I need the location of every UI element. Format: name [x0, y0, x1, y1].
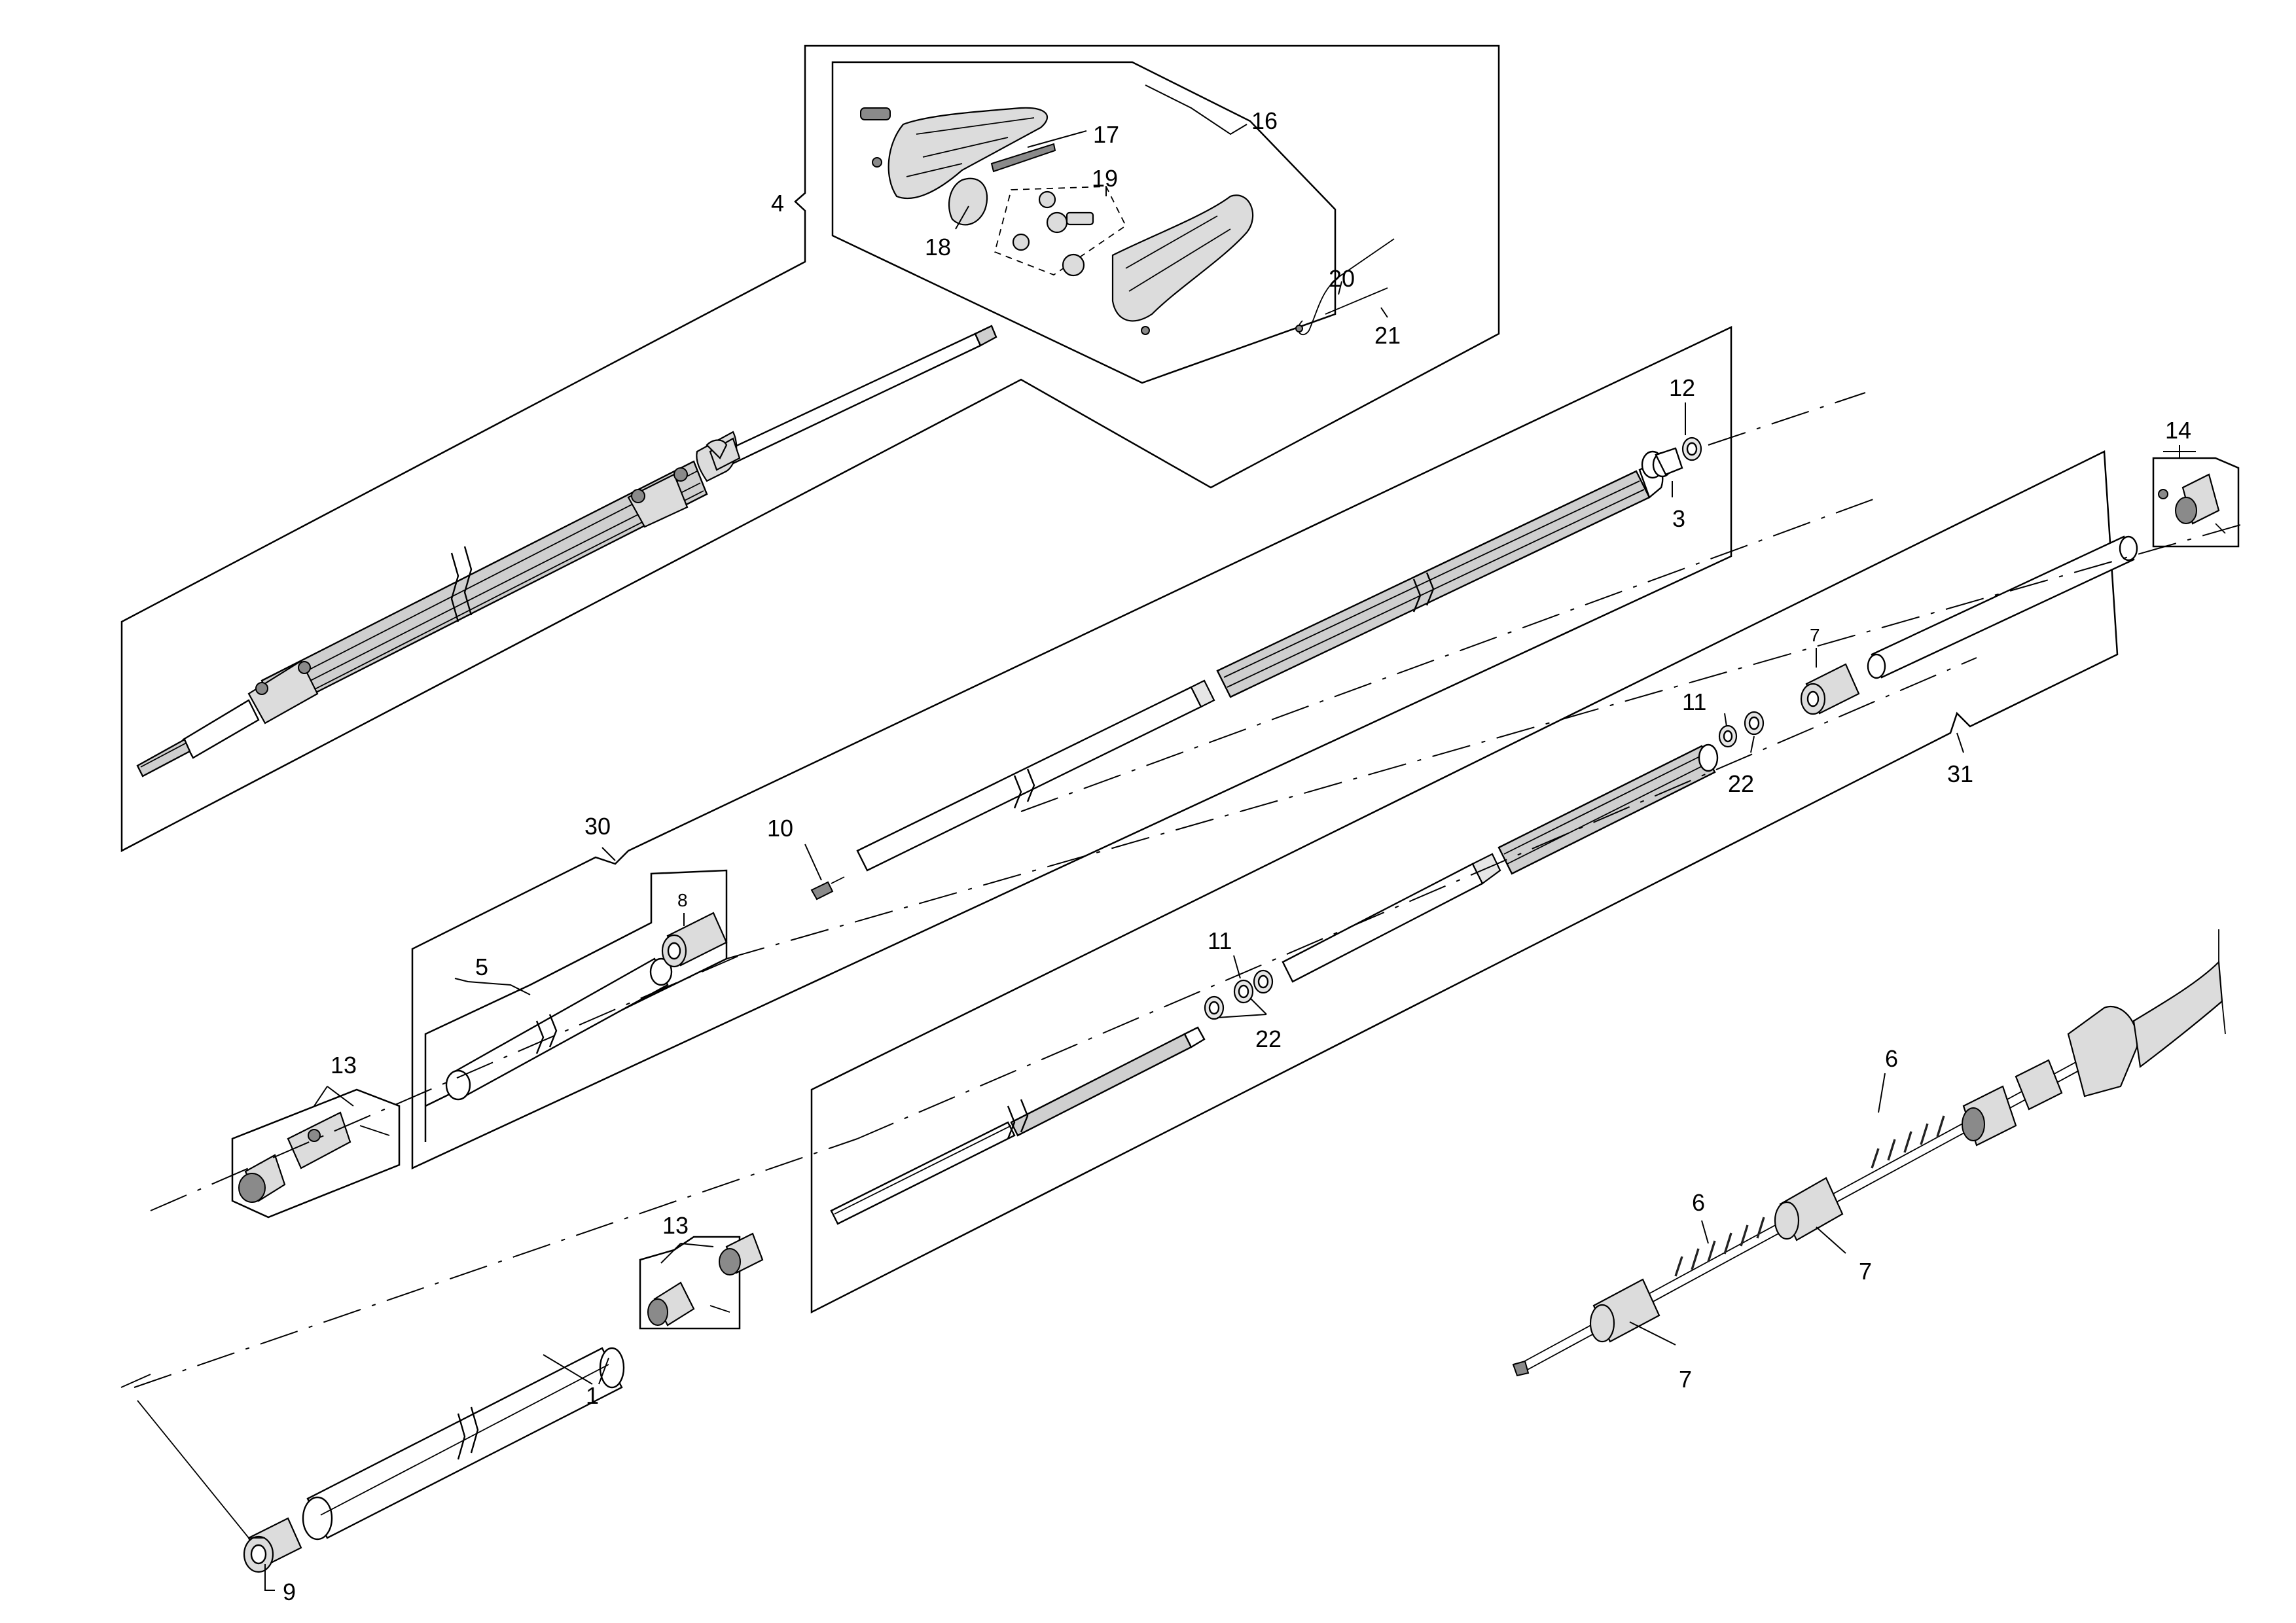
- detail-clamp: [1962, 1059, 2063, 1147]
- washer-12: [1681, 437, 1702, 461]
- lower-frame-lines: [120, 1374, 265, 1539]
- bushing-3: [1652, 447, 1683, 478]
- callout-6-lower: 6: [1692, 1189, 1705, 1216]
- clamp-13-upper: [238, 1111, 390, 1203]
- callout-8: 8: [677, 890, 688, 910]
- drive-shaft-10: [810, 876, 845, 901]
- detail-sleeve-7-lower: [1589, 1278, 1660, 1343]
- callout-9: 9: [283, 1578, 296, 1605]
- throttle-cable-20: [1295, 238, 1395, 335]
- callout-7-lower: 7: [1679, 1366, 1692, 1393]
- detail-handle-end: [2067, 929, 2226, 1097]
- stop-wire-21: [1325, 287, 1388, 315]
- callout-16: 16: [1251, 107, 1278, 134]
- callout-5: 5: [475, 954, 488, 980]
- callout-11-upper: 11: [1682, 688, 1706, 715]
- detail-spring-6-upper: [1871, 1115, 1945, 1169]
- callout-6-upper: 6: [1885, 1045, 1898, 1072]
- bearing-11-lower: [1233, 969, 1274, 1004]
- assembly-frame-4: [120, 45, 1500, 853]
- coupler-8: [661, 912, 728, 968]
- clamp-frame-13-upper: [231, 1088, 401, 1219]
- inner-tube-5: [445, 957, 673, 1101]
- tube-assembly-30: [856, 450, 1664, 872]
- throttle-spring: [990, 143, 1056, 173]
- detail-sleeve-7-middle: [1774, 1177, 1844, 1241]
- callout-10: 10: [767, 815, 793, 842]
- sleeve-7-top: [1800, 663, 1860, 715]
- callout-1: 1: [586, 1382, 599, 1409]
- callout-14: 14: [2165, 417, 2191, 444]
- end-cap-9: [243, 1517, 302, 1573]
- callout-20: 20: [1329, 265, 1355, 292]
- callout-21: 21: [1374, 322, 1401, 349]
- callout-11-lower: 11: [1208, 927, 1232, 954]
- leader-lines: [264, 84, 2196, 1591]
- callout-7-top: 7: [1810, 625, 1820, 645]
- callout-22-upper: 22: [1728, 770, 1754, 797]
- callout-4: 4: [771, 190, 784, 217]
- callout-19: 19: [1092, 165, 1118, 192]
- assembly-frame-31: [810, 450, 2119, 1314]
- handle-subassembly-frame-16: [831, 61, 1336, 384]
- detail-spring-6-lower: [1674, 1217, 1765, 1277]
- clamp-14: [2158, 473, 2226, 534]
- handle-housing-right: [1111, 194, 1254, 335]
- callout-labels: 1 3 4 5 6 6 7 7 7 7 8 9 10 11 11 12 13 1…: [283, 107, 2191, 1605]
- callout-3: 3: [1672, 505, 1685, 532]
- callout-12: 12: [1669, 374, 1695, 401]
- washer-22-upper: [1744, 711, 1765, 736]
- callout-31: 31: [1947, 760, 1973, 787]
- subassembly-frame-5: [424, 869, 728, 1142]
- upper-shaft-assembly: [136, 325, 997, 777]
- outer-tube-1: [302, 1347, 625, 1541]
- switch-group-19: [994, 186, 1127, 277]
- callout-17: 17: [1093, 121, 1119, 148]
- bearing-11-upper: [1718, 724, 1738, 748]
- handle-housing-left: [860, 107, 1048, 200]
- callout-7-middle: 7: [1859, 1258, 1872, 1285]
- callout-13-upper: 13: [331, 1052, 357, 1079]
- callout-18: 18: [925, 234, 951, 260]
- clamp-13-lower: [647, 1232, 764, 1327]
- inner-tube-31: [1867, 535, 2138, 679]
- callout-22-lower: 22: [1255, 1026, 1282, 1052]
- assembly-frame-30: [411, 326, 1732, 1169]
- callout-13-lower: 13: [662, 1212, 689, 1239]
- clamp-frame-14: [2152, 457, 2240, 548]
- throttle-lever: [948, 177, 988, 226]
- callout-30: 30: [584, 813, 611, 840]
- washer-22-lower: [1204, 995, 1225, 1020]
- center-axis-lines: [134, 392, 2246, 1388]
